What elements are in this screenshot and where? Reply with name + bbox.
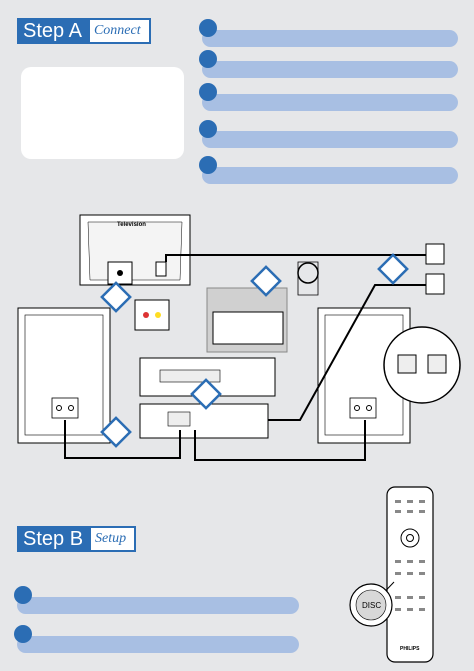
bullet-b1-icon (14, 586, 32, 604)
instruction-bar-3 (202, 94, 458, 111)
instruction-bar-1 (202, 30, 458, 47)
av-adapter (134, 299, 170, 331)
bullet-2-icon (199, 50, 217, 68)
main-unit-back (212, 311, 284, 345)
remote-brand: PHILIPS (400, 646, 420, 652)
bullet-3-icon (199, 83, 217, 101)
zoom-detail (383, 326, 461, 404)
step-b-title: Step B (17, 526, 92, 552)
instruction-bar-b2 (17, 636, 299, 653)
step-a-header: Step A Connect (17, 18, 151, 44)
step-b-subtitle: Setup (91, 526, 137, 552)
step-b-header: Step B Setup (17, 526, 137, 552)
callout-markers (100, 253, 409, 448)
television (79, 214, 191, 286)
fm-antenna (297, 261, 319, 296)
note-box (21, 67, 184, 159)
connection-diagram: Television (17, 214, 461, 461)
step-a-subtitle: Connect (89, 18, 151, 44)
amplifier-unit (139, 403, 269, 439)
wires (64, 254, 430, 461)
instruction-bar-b1 (17, 597, 299, 614)
bullet-1-icon (199, 19, 217, 37)
step-a-title: Step A (17, 18, 90, 44)
bullet-b2-icon (14, 625, 32, 643)
tv-label: Television (117, 222, 146, 228)
instruction-bar-2 (202, 61, 458, 78)
left-speaker (17, 307, 111, 444)
wall-socket-1 (425, 243, 445, 265)
bullet-4-icon (199, 120, 217, 138)
instruction-bar-5 (202, 167, 458, 184)
disc-button-label: DISC (362, 601, 381, 610)
instruction-bar-4 (202, 131, 458, 148)
bullet-5-icon (199, 156, 217, 174)
remote-illustration: PHILIPS DISC (349, 486, 434, 663)
wall-socket-2 (425, 273, 445, 295)
